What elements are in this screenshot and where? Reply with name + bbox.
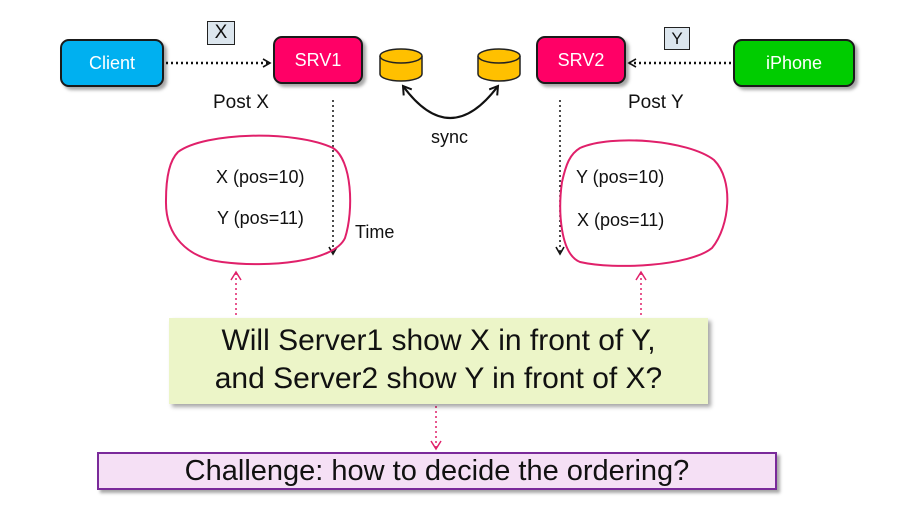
message-y-tag: Y <box>664 27 690 50</box>
question-line: and Server2 show Y in front of X? <box>214 362 663 395</box>
iphone-label: iPhone <box>765 52 823 73</box>
post-x-label: Post X <box>213 92 269 113</box>
client-label: Client <box>88 52 136 73</box>
iphone-node: iPhone <box>733 39 855 87</box>
srv1-node: SRV1 <box>273 36 363 84</box>
question-box: Will Server1 show X in front of Y, and S… <box>169 318 708 404</box>
sync-label: sync <box>431 127 469 147</box>
server1-entry: Y (pos=11) <box>217 208 304 228</box>
database-icon-right <box>477 48 521 82</box>
message-y-label: Y <box>671 28 683 48</box>
challenge-box: Challenge: how to decide the ordering? <box>97 452 777 490</box>
server2-entry: Y (pos=10) <box>576 167 665 187</box>
database-icon-left <box>379 48 423 82</box>
sync-arrow <box>401 84 500 120</box>
message-x-label: X <box>214 22 228 43</box>
srv1-label: SRV1 <box>294 49 342 70</box>
srv2-node: SRV2 <box>536 36 626 84</box>
challenge-text: Challenge: how to decide the ordering? <box>184 455 690 487</box>
server1-entry: X (pos=10) <box>216 167 305 187</box>
server2-entry: X (pos=11) <box>577 210 665 230</box>
client-node: Client <box>60 39 164 87</box>
server2-order-circle <box>559 139 729 267</box>
message-x-tag: X <box>207 21 235 45</box>
question-line: Will Server1 show X in front of Y, <box>221 324 656 357</box>
time-label: Time <box>355 222 395 242</box>
server1-order-circle <box>164 134 352 266</box>
srv2-label: SRV2 <box>557 49 605 70</box>
post-y-label: Post Y <box>628 92 684 113</box>
